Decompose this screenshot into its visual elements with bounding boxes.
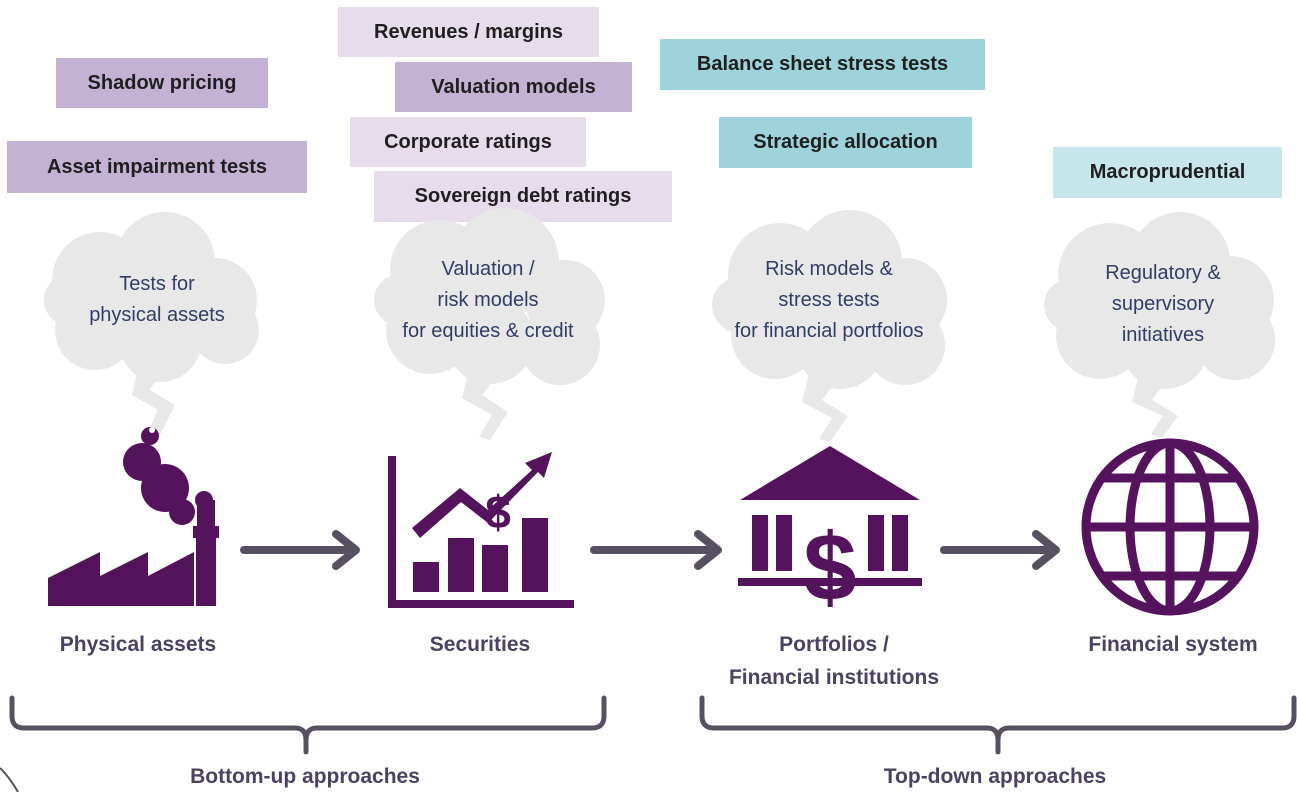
growth-chart-dollar-icon: $ (388, 452, 574, 608)
bank-dollar-icon: $ (738, 446, 922, 621)
tag-balance-sheet-stress-tests: Balance sheet stress tests (660, 39, 985, 90)
cloud-line: Risk models & (765, 258, 893, 280)
brace-bottom-up (9, 695, 607, 755)
thought-cloud-securities (374, 208, 605, 440)
label-physical-assets: Physical assets (59, 633, 217, 656)
label-line: Portfolios / (779, 633, 889, 656)
arrow-physical-to-securities (240, 530, 360, 570)
brace-top-down (699, 695, 1297, 755)
thought-cloud-physical (44, 212, 259, 435)
tag-valuation-models: Valuation models (395, 62, 632, 112)
cloud-line: initiatives (1121, 324, 1205, 346)
label-line: Financial institutions (728, 666, 939, 689)
label-securities: Securities (429, 633, 531, 656)
tag-macroprudential: Macroprudential (1053, 147, 1282, 198)
tag-asset-impairment-tests: Asset impairment tests (7, 141, 307, 193)
thought-cloud-portfolios (712, 210, 947, 442)
cloud-line: Valuation / (441, 258, 535, 280)
cloud-line: supervisory (1111, 293, 1215, 315)
tag-strategic-allocation: Strategic allocation (719, 117, 972, 168)
label-bottom-up-approaches: Bottom-up approaches (190, 765, 420, 788)
cloud-text-portfolios: Risk models & stress tests for financial… (707, 254, 951, 347)
tag-shadow-pricing: Shadow pricing (56, 58, 268, 108)
label-top-down-approaches: Top-down approaches (883, 765, 1107, 788)
tag-corporate-ratings: Corporate ratings (350, 117, 586, 167)
globe-icon (1081, 438, 1259, 616)
cloud-line: Tests for (119, 273, 195, 295)
thought-cloud-system (1044, 212, 1275, 438)
factory-smoke-hole (149, 427, 155, 433)
cloud-line: Regulatory & (1105, 262, 1221, 284)
cloud-text-physical: Tests for physical assets (72, 269, 242, 331)
svg-text:$: $ (803, 514, 856, 621)
arrow-portfolios-to-system (940, 530, 1060, 570)
cloud-line: stress tests (778, 289, 880, 311)
cloud-line: for equities & credit (402, 320, 574, 342)
arrow-securities-to-portfolios (590, 530, 722, 570)
cloud-line: physical assets (89, 304, 225, 326)
label-financial-system: Financial system (1088, 633, 1258, 656)
factory-icon (48, 427, 219, 606)
svg-text:$: $ (485, 486, 511, 538)
cloud-line: risk models (437, 289, 539, 311)
cloud-line: for financial portfolios (734, 320, 924, 342)
cloud-text-system: Regulatory & supervisory initiatives (1068, 258, 1258, 351)
corner-decoration (0, 767, 19, 792)
tag-revenues-margins: Revenues / margins (338, 7, 599, 57)
cloud-text-securities: Valuation / risk models for equities & c… (373, 254, 603, 347)
label-portfolios: Portfolios / Financial institutions (690, 628, 978, 694)
